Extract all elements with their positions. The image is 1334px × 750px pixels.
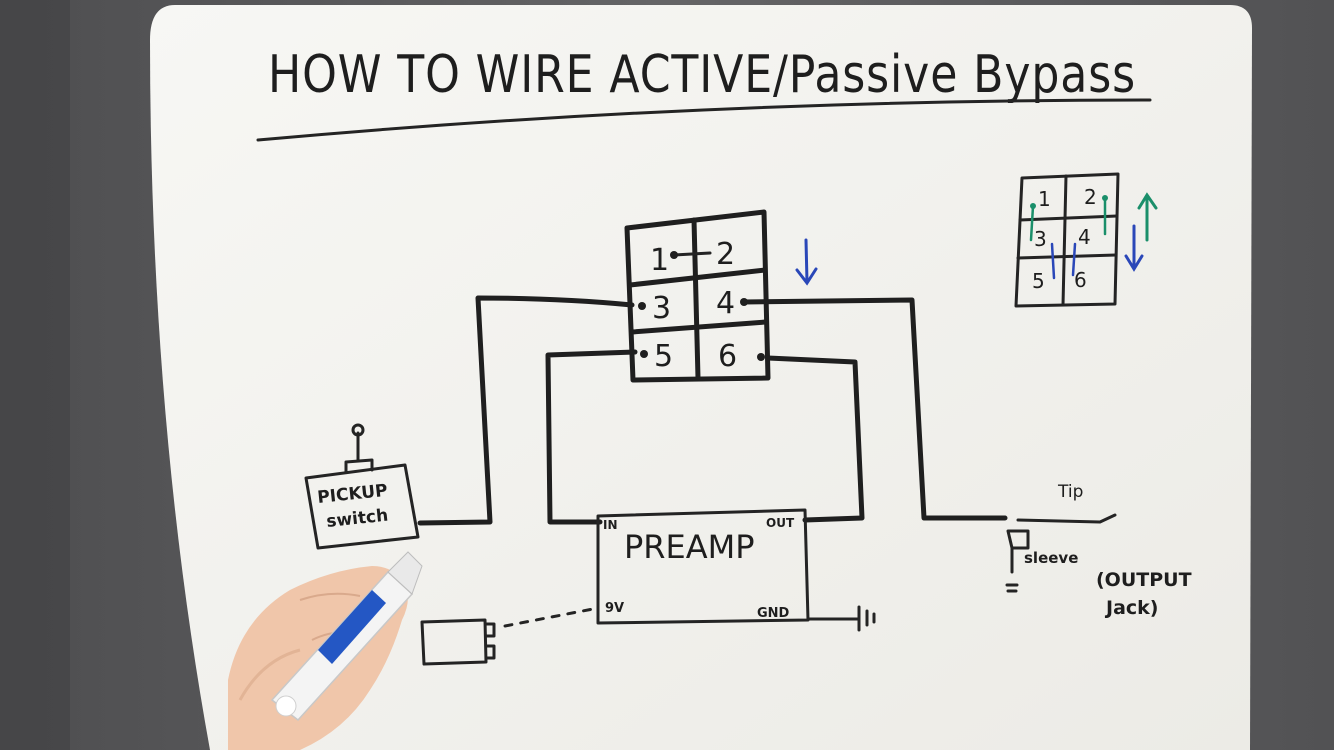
battery-dashed-wire: [503, 606, 600, 628]
legend-connection-dots: [1030, 195, 1108, 209]
wire-lug4-to-tip: [741, 297, 1008, 521]
preamp-power-label: 9V: [605, 601, 624, 616]
legend-lug-3: 3: [1034, 227, 1047, 251]
main-lug-5: 5: [654, 339, 673, 374]
main-lug-6: 6: [718, 339, 737, 374]
preamp-out-label: OUT: [766, 516, 795, 530]
legend-lug-4: 4: [1078, 225, 1091, 249]
output-jack-label-2: Jack): [1104, 597, 1158, 619]
solder-dot-5: [640, 350, 648, 358]
jack-tip-label: Tip: [1057, 482, 1083, 502]
main-switch-grid: [624, 209, 771, 383]
down-arrow-icon: [795, 238, 818, 286]
legend-lug-1: 1: [1038, 187, 1051, 211]
wire-lug5-to-preamp-in: [545, 349, 638, 525]
wire-lug3-to-pickup: [417, 295, 635, 526]
legend-down-connections: [1050, 242, 1077, 280]
legend-lug-5: 5: [1032, 269, 1045, 293]
battery-icon: [420, 618, 496, 666]
legend-down-arrow-icon: [1124, 224, 1144, 272]
title-text: HOW TO WIRE ACTIVE/Passive Bypass: [268, 45, 1136, 105]
legend-lug-6: 6: [1074, 268, 1087, 292]
toggle-lever-icon: [344, 423, 374, 474]
title-underline: [256, 98, 1152, 142]
solder-dot-3: [638, 302, 646, 310]
main-lug-3: 3: [652, 291, 671, 326]
ground-icon: [857, 605, 876, 632]
jumper-1-2: [672, 251, 712, 257]
preamp-label: PREAMP: [624, 528, 755, 566]
wire-lug6-to-preamp-out: [765, 355, 865, 523]
main-lug-1: 1: [650, 243, 669, 278]
solder-dot-1: [670, 251, 678, 259]
legend-up-connections: [1029, 196, 1107, 242]
marker-icon: [270, 551, 423, 722]
legend-lug-2: 2: [1084, 185, 1097, 209]
main-lug-4: 4: [716, 286, 735, 321]
preamp-ground-label: GND: [757, 606, 790, 621]
main-lug-2: 2: [716, 237, 735, 272]
solder-dot-6: [757, 353, 765, 361]
output-jack-icon: [1005, 513, 1117, 593]
up-arrow-icon: [1137, 192, 1158, 242]
jack-sleeve-label: sleeve: [1024, 549, 1078, 567]
hand-with-marker: [228, 551, 423, 750]
fabric-shadow-left: [0, 0, 70, 750]
output-jack-label-1: (OUTPUT: [1096, 569, 1192, 591]
preamp-in-label: IN: [603, 518, 618, 532]
legend-switch-grid: [1014, 172, 1120, 308]
